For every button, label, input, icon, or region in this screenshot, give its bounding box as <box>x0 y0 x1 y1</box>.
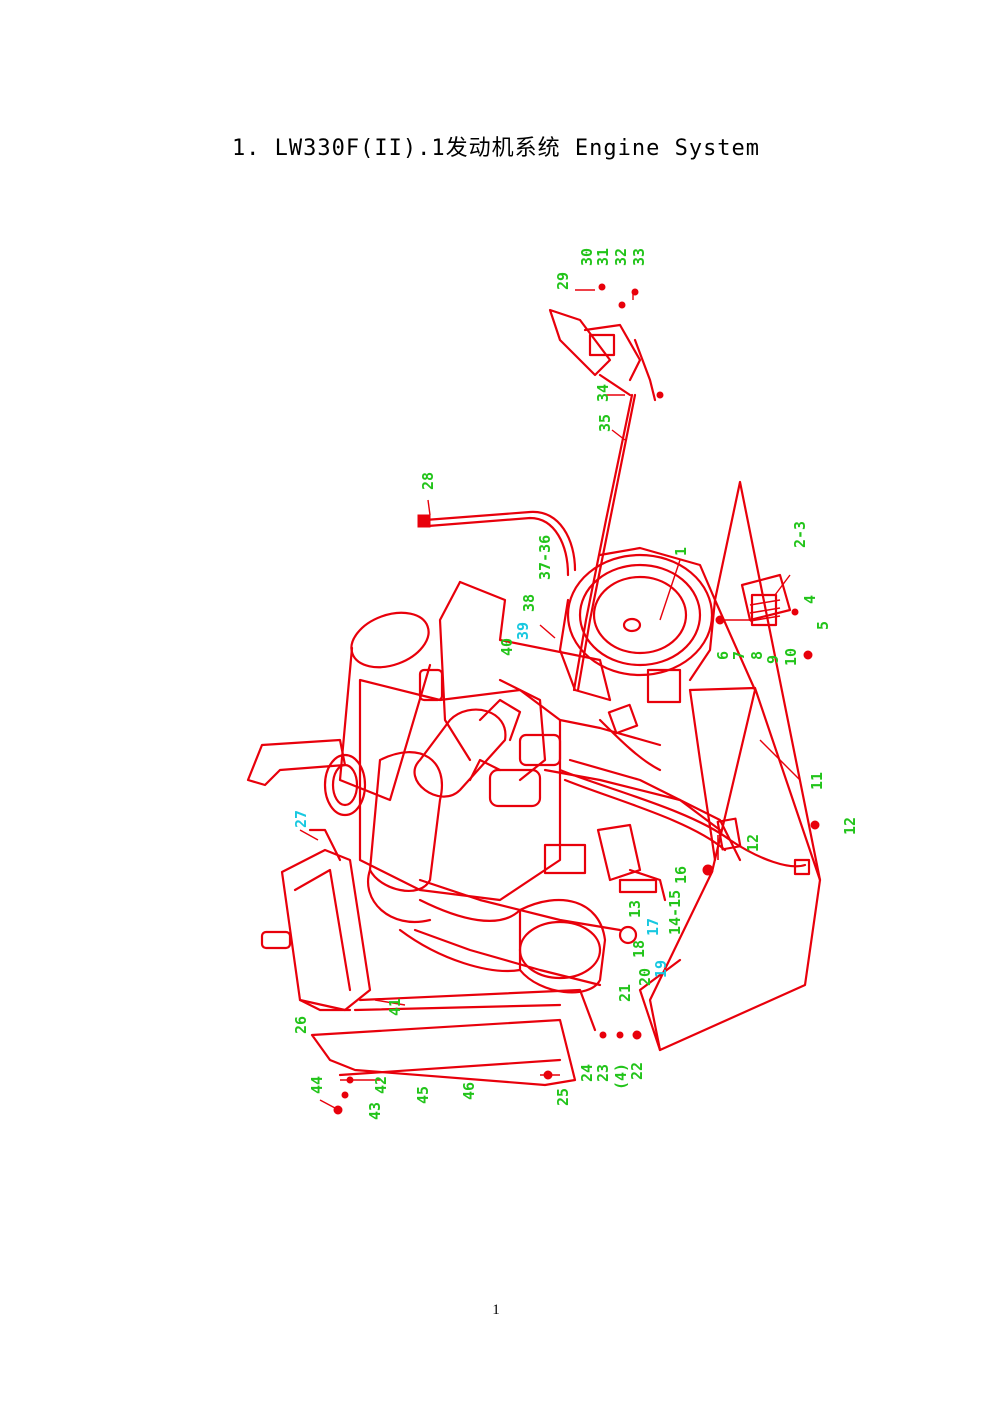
page-number: 1 <box>492 1302 500 1318</box>
callout-13: 13 <box>626 900 644 918</box>
throttle-pedal <box>548 283 664 402</box>
callout-16: 16 <box>672 866 690 884</box>
callout-45: 45 <box>414 1086 432 1104</box>
callout-30: 30 <box>578 248 596 266</box>
hoses <box>558 718 807 868</box>
callout-18: 18 <box>630 940 648 958</box>
callout-labels: 1 2-3 4 5 6 7 8 9 10 11 12 12 13 14-15 1… <box>292 248 859 1120</box>
callout-42: 42 <box>372 1076 390 1094</box>
callout-1: 1 <box>672 547 690 556</box>
fuel-tank <box>638 480 822 1052</box>
callout-9: 9 <box>764 655 782 664</box>
fasteners-42-44 <box>333 1070 560 1115</box>
callout-12-b: 12 <box>841 817 859 835</box>
air-filter <box>338 611 444 802</box>
callout-44: 44 <box>308 1076 326 1094</box>
callout-28: 28 <box>419 472 437 490</box>
callout-11: 11 <box>808 772 826 790</box>
callout-19: 19 <box>652 960 670 978</box>
exhaust-pipe <box>246 738 347 787</box>
callout-25: 25 <box>554 1088 572 1106</box>
callout-20: 20 <box>636 968 654 986</box>
callout-37-36: 37-36 <box>536 535 554 580</box>
callout-23: 23 <box>594 1064 612 1082</box>
callout-39: 39 <box>514 622 532 640</box>
callout-14-15: 14-15 <box>666 890 684 935</box>
mount-block-2-3 <box>715 573 813 660</box>
engine-block <box>358 678 587 902</box>
callout-12-a: 12 <box>744 834 762 852</box>
callout-4: 4 <box>801 595 819 604</box>
callout-35: 35 <box>596 414 614 432</box>
callout-17: 17 <box>644 918 662 936</box>
callout-31: 31 <box>594 248 612 266</box>
callout-34: 34 <box>594 384 612 402</box>
callout-43: 43 <box>366 1102 384 1120</box>
mount-bracket <box>596 823 667 945</box>
callout-21: 21 <box>616 984 634 1002</box>
callout-8: 8 <box>748 651 766 660</box>
callout-27: 27 <box>292 810 310 828</box>
throttle-cable <box>572 393 637 692</box>
leader-lines <box>299 290 801 1109</box>
callout-6: 6 <box>714 651 732 660</box>
front-guard <box>310 988 597 1087</box>
callout-4-paren: (4) <box>612 1063 630 1090</box>
callout-10: 10 <box>782 648 800 666</box>
callout-24: 24 <box>578 1064 596 1082</box>
radiator <box>260 828 372 1012</box>
callout-33: 33 <box>630 248 648 266</box>
seat-housing <box>398 898 607 994</box>
engine-drawing <box>246 283 822 1115</box>
intake-elbows <box>323 708 507 923</box>
callout-38: 38 <box>520 594 538 612</box>
callout-29: 29 <box>554 272 572 290</box>
wire-harness-28 <box>417 510 577 577</box>
callout-32: 32 <box>612 248 630 266</box>
callout-22: 22 <box>628 1062 646 1080</box>
callout-26: 26 <box>292 1016 310 1034</box>
page-title: 1. LW330F(II).1发动机系统 Engine System <box>231 136 761 161</box>
bolts-22-24 <box>599 1030 642 1040</box>
bolt-12 <box>702 820 820 876</box>
flywheel-housing <box>558 546 717 735</box>
callout-40: 40 <box>498 638 516 656</box>
callout-46: 46 <box>460 1082 478 1100</box>
callout-2-3: 2-3 <box>791 521 809 548</box>
callout-41: 41 <box>386 998 404 1016</box>
callout-7: 7 <box>730 651 748 660</box>
callout-5: 5 <box>814 621 832 630</box>
